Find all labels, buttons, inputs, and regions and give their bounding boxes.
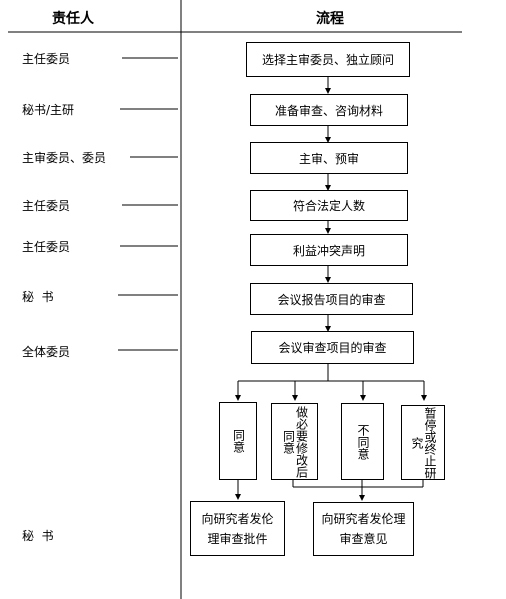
decision-suspend-text: 暂停或终止研究 [410,406,437,479]
step-report-review: 会议报告项目的审查 [250,283,413,315]
step-conflict-declaration: 利益冲突声明 [250,234,408,266]
decision-suspend-terminate: 暂停或终止研究 [401,405,445,480]
role-6: 秘 书 [22,290,54,304]
step-quorum: 符合法定人数 [250,190,408,221]
role-8: 秘 书 [22,529,54,543]
step-select-reviewers: 选择主审委员、独立顾问 [246,42,410,77]
role-5: 主任委员 [22,240,71,254]
decision-approve-after-modification: 做必要修改后同意 [271,403,318,480]
role-4: 主任委员 [22,199,71,213]
role-3: 主审委员、委员 [22,151,107,165]
header-responsible: 责任人 [52,11,94,27]
role-7: 全体委员 [22,345,71,359]
role-1: 主任委员 [22,52,71,66]
step-meeting-review: 会议审查项目的审查 [251,331,414,364]
decision-reject: 不同意 [341,403,384,480]
header-process: 流程 [316,11,344,27]
step-prepare-materials: 准备审查、咨询材料 [250,94,408,126]
role-2: 秘书/主研 [22,103,75,117]
result-review-opinion: 向研究者发伦理审查意见 [313,502,414,556]
step-primary-review: 主审、预审 [250,142,408,174]
decision-approve: 同意 [219,402,257,480]
decision-modify-text: 做必要修改后同意 [281,405,309,478]
result-approval-letter: 向研究者发伦理审查批件 [190,501,285,556]
